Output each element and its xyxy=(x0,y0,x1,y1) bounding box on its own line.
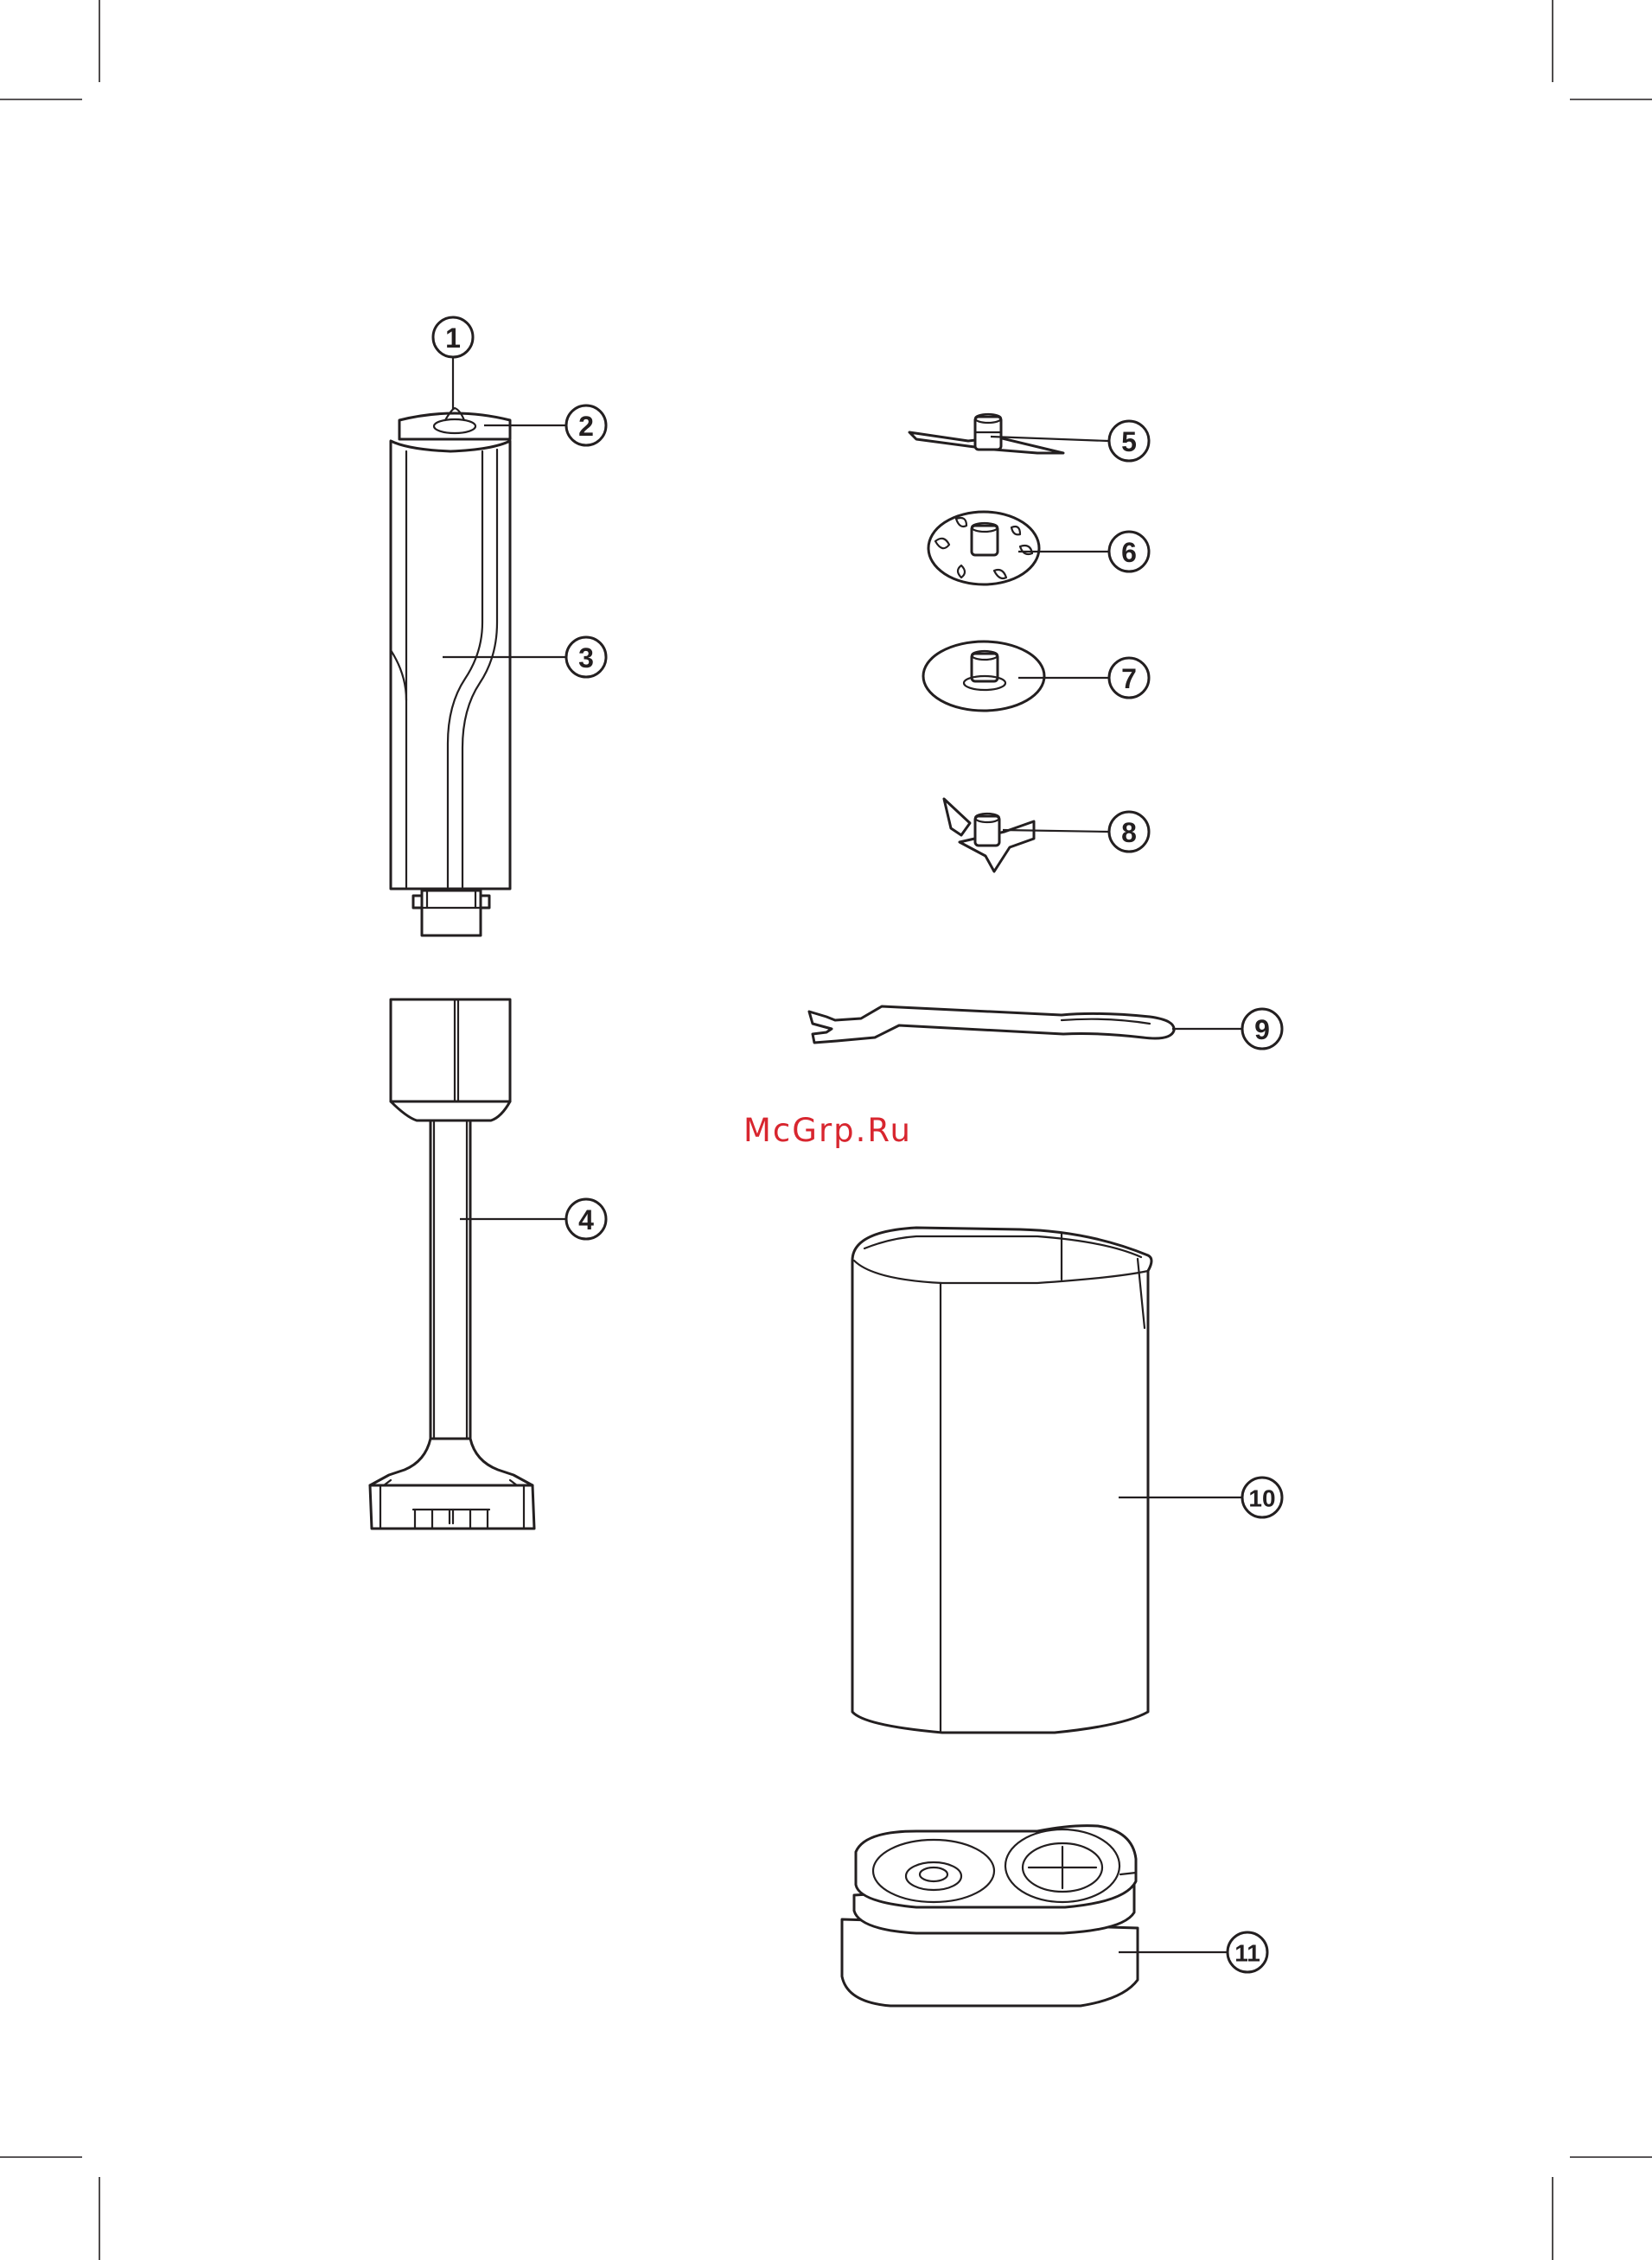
callout-9: 9 xyxy=(1242,1009,1282,1049)
bell-top xyxy=(370,1439,533,1485)
svg-text:11: 11 xyxy=(1234,1940,1260,1967)
beaker xyxy=(852,1228,1151,1733)
blade-key xyxy=(809,1006,1174,1043)
storage-base xyxy=(842,1826,1138,2006)
motor-unit xyxy=(391,408,510,935)
callout-11: 11 xyxy=(1228,1932,1267,1972)
callout-8: 8 xyxy=(1109,812,1149,852)
chopper-blade xyxy=(909,414,1063,453)
shaft-tube xyxy=(431,1120,470,1439)
svg-text:10: 10 xyxy=(1248,1485,1275,1512)
callout-3: 3 xyxy=(566,637,606,677)
callout-10: 10 xyxy=(1242,1478,1282,1517)
beating-disc xyxy=(923,642,1044,711)
svg-text:1: 1 xyxy=(445,322,461,354)
blending-shaft xyxy=(370,999,534,1529)
svg-text:3: 3 xyxy=(578,642,594,674)
motor-coupling xyxy=(422,891,481,935)
motor-body xyxy=(391,441,510,889)
callout-4: 4 xyxy=(566,1199,606,1239)
callout-1: 1 xyxy=(433,317,473,357)
callout-7: 7 xyxy=(1109,658,1149,698)
callout-2: 2 xyxy=(566,405,606,445)
svg-text:6: 6 xyxy=(1121,537,1137,568)
svg-text:2: 2 xyxy=(578,411,594,442)
callout-5: 5 xyxy=(1109,421,1149,461)
svg-text:7: 7 xyxy=(1121,663,1137,694)
svg-text:4: 4 xyxy=(578,1204,594,1235)
svg-text:9: 9 xyxy=(1254,1014,1270,1045)
emulsifying-disc xyxy=(928,512,1039,584)
svg-text:5: 5 xyxy=(1121,426,1137,457)
s-blade xyxy=(944,799,1034,871)
callout-6: 6 xyxy=(1109,532,1149,571)
shaft-collar xyxy=(391,999,510,1101)
watermark-text: McGrp.Ru xyxy=(743,1112,912,1149)
svg-text:8: 8 xyxy=(1121,817,1137,848)
